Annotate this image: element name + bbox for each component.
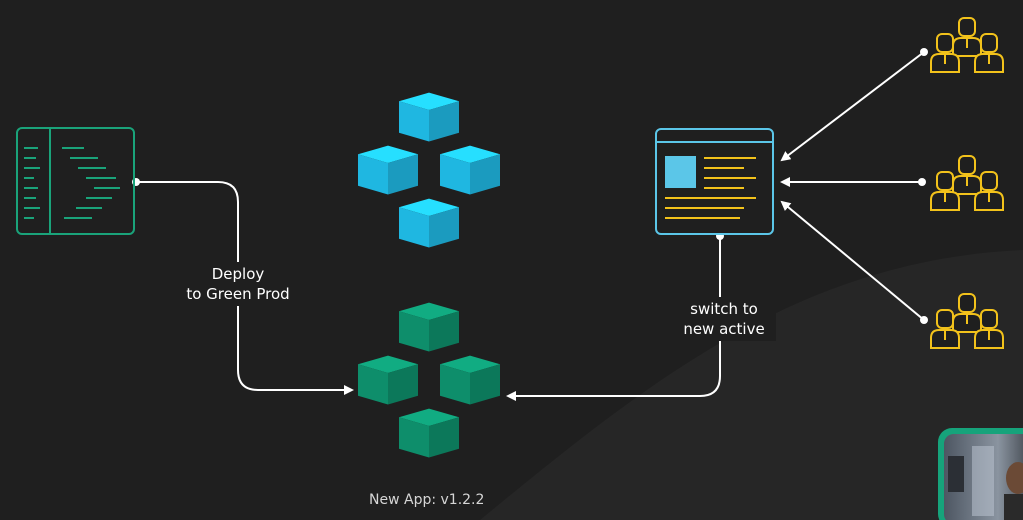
- switch-label-line2: new active: [683, 320, 765, 338]
- switch-label: switch to new active: [672, 297, 776, 341]
- user-connector-bottom: [780, 200, 925, 321]
- new-app-caption: New App: v1.2.2: [369, 492, 485, 508]
- user-group-icon-1: [930, 17, 1004, 73]
- green-cube-left: [358, 355, 418, 405]
- user-group-icon-2: [930, 155, 1004, 211]
- deploy-label-line1: Deploy: [211, 265, 265, 283]
- blue-cube-top: [399, 92, 459, 142]
- blue-cube-left: [358, 145, 418, 195]
- blue-cube-bottom: [399, 198, 459, 248]
- switch-label-line1: switch to: [690, 300, 758, 318]
- deploy-label-line2: to Green Prod: [186, 285, 290, 303]
- green-cube-top: [399, 302, 459, 352]
- user-group-icon-3: [930, 293, 1004, 349]
- deploy-label: Deploy to Green Prod: [178, 262, 298, 306]
- green-cube-right: [440, 355, 500, 405]
- green-cube-bottom: [399, 408, 459, 458]
- user-connector-top: [780, 51, 925, 162]
- blue-cube-right: [440, 145, 500, 195]
- switch-connector: [506, 236, 721, 401]
